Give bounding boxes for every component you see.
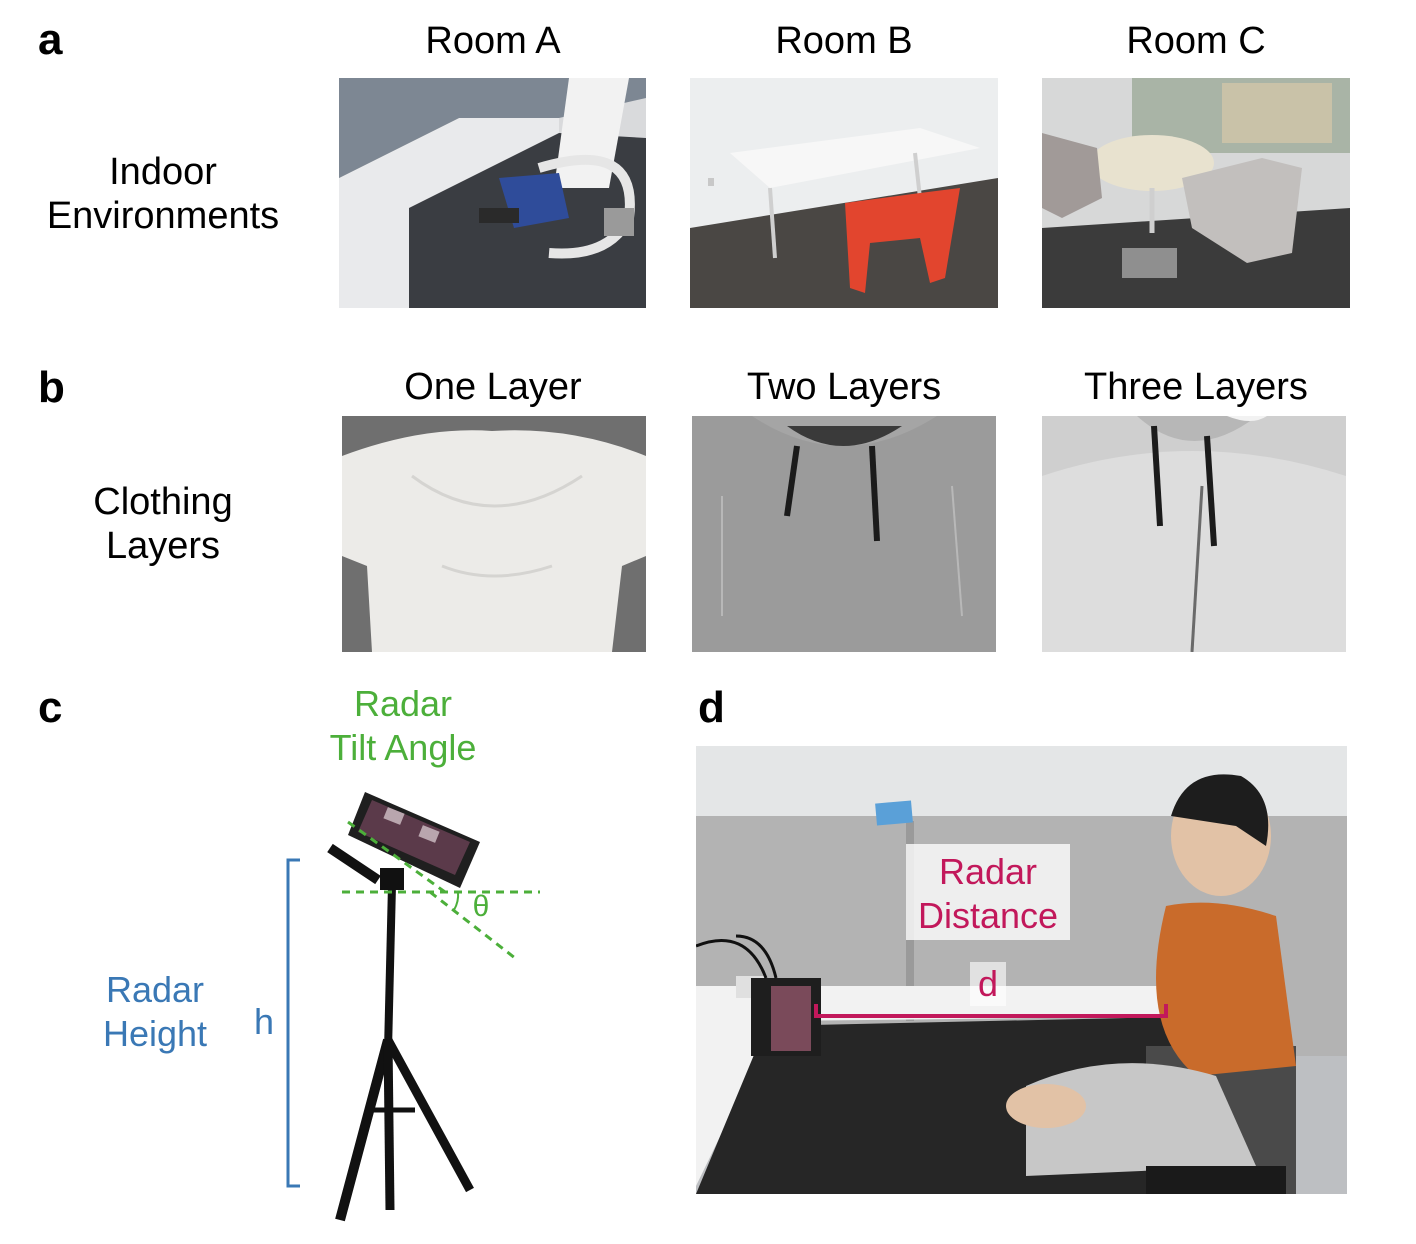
column-title-two-layers: Two Layers bbox=[746, 366, 942, 408]
tilt-label-line1: Radar bbox=[353, 683, 453, 724]
three-layers-photo bbox=[1042, 416, 1346, 652]
two-layers-photo bbox=[692, 416, 996, 652]
radar-height-label: Radar Height bbox=[70, 968, 240, 1056]
column-title-one-layer: One Layer bbox=[404, 366, 582, 408]
row-label-line1: Clothing bbox=[93, 481, 233, 523]
tilt-label-line2: Tilt Angle bbox=[329, 727, 477, 768]
radar-distance-marker bbox=[814, 1004, 1168, 1018]
height-label-line2: Height bbox=[102, 1013, 208, 1054]
radar-tilt-angle-label: Radar Tilt Angle bbox=[290, 682, 516, 770]
height-symbol-h: h bbox=[253, 1001, 275, 1042]
room-b-photo bbox=[690, 78, 998, 308]
distance-symbol-d: d bbox=[970, 962, 1006, 1006]
row-label-indoor-environments: Indoor Environments bbox=[30, 150, 296, 238]
column-title-room-b: Room B bbox=[775, 20, 913, 62]
panel-letter-b: b bbox=[38, 363, 65, 412]
theta-symbol: θ bbox=[472, 890, 490, 923]
radar-axis-line bbox=[347, 820, 446, 894]
radar-device-icon bbox=[348, 792, 480, 888]
radar-distance-label: Radar Distance bbox=[906, 850, 1070, 938]
one-layer-photo bbox=[342, 416, 646, 652]
row-label-line2: Environments bbox=[46, 195, 280, 237]
radar-distance-photo: Radar Distance d bbox=[696, 746, 1347, 1194]
panel-letter-d: d bbox=[698, 683, 725, 732]
tripod-icon bbox=[327, 843, 474, 1222]
room-a-photo bbox=[339, 78, 646, 308]
row-label-line1: Indoor bbox=[109, 151, 217, 193]
height-label-line1: Radar bbox=[105, 969, 205, 1010]
row-label-line2: Layers bbox=[105, 525, 221, 567]
column-title-three-layers: Three Layers bbox=[1084, 366, 1308, 408]
column-title-room-a: Room A bbox=[425, 20, 561, 62]
distance-label-line1: Radar bbox=[938, 851, 1038, 892]
row-label-clothing-layers: Clothing Layers bbox=[30, 480, 296, 568]
radar-tripod-diagram bbox=[286, 792, 540, 1222]
room-c-photo bbox=[1042, 78, 1350, 308]
distance-label-line2: Distance bbox=[917, 895, 1059, 936]
tilt-extension-line bbox=[429, 890, 516, 960]
column-title-room-c: Room C bbox=[1126, 20, 1266, 62]
panel-letter-c: c bbox=[38, 683, 63, 732]
angle-arc bbox=[453, 891, 460, 911]
panel-letter-a: a bbox=[38, 15, 63, 64]
radar-distance-label-box bbox=[906, 844, 1070, 940]
height-bracket bbox=[286, 858, 300, 1188]
